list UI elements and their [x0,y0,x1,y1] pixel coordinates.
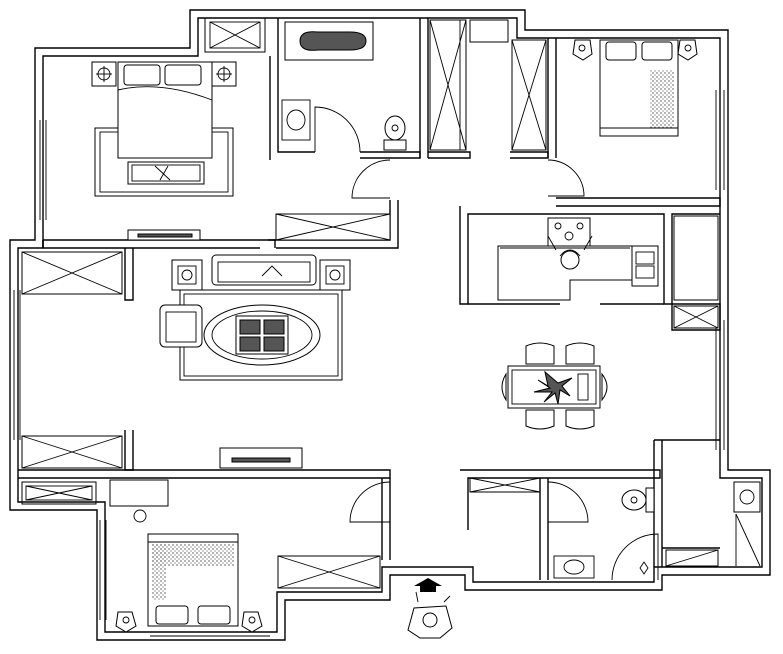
master-bedroom [91,17,391,241]
sofa [211,254,317,286]
desk [109,479,169,507]
person-figure-icon [547,235,593,270]
dining-area [501,342,608,430]
bedroom-southwest [21,479,381,633]
windows [13,90,725,637]
nightstand-right [211,61,237,87]
bathroom [281,21,407,151]
living-room [21,251,351,469]
plant-icon [533,370,573,405]
wardrobe-corridor [429,19,547,151]
side-table-left [171,259,203,291]
bathroom-small [469,477,761,579]
person-figure-icon [407,591,453,639]
bench [127,161,205,185]
doors [314,106,659,581]
interior-walls [18,18,721,580]
bedroom-northeast [572,39,698,137]
side-table-right [319,259,351,291]
toilet [383,115,407,151]
armchair [159,304,203,348]
kitchen [497,215,719,329]
entrance [390,574,465,639]
entrance-arrow-icon [414,578,442,592]
stove [547,217,591,247]
nightstand-left [91,61,117,87]
